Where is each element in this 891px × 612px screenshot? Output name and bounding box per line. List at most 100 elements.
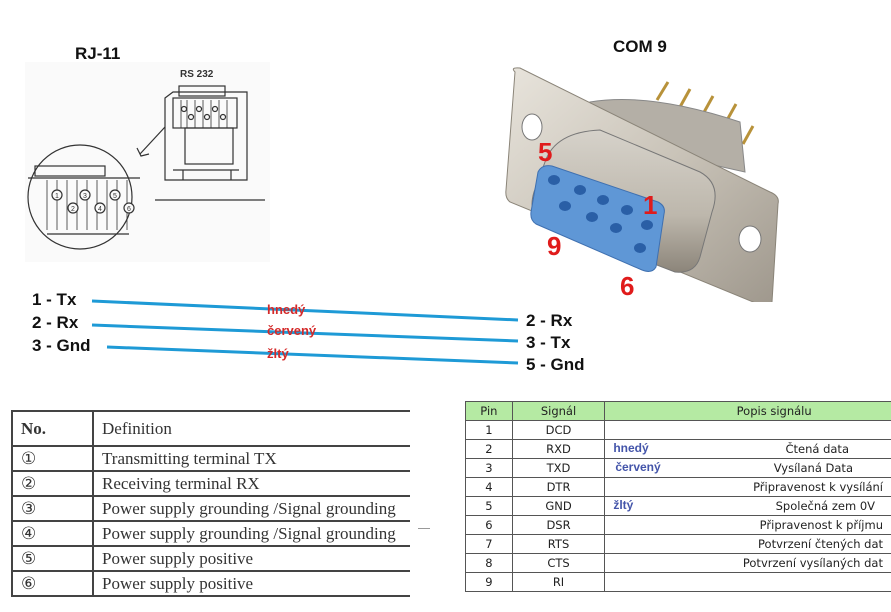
header-signal: Signál — [511, 401, 606, 421]
pin-definition: Receiving terminal RX — [92, 470, 410, 497]
com-wire-label-2: 3 - Tx — [526, 333, 571, 352]
pin-definition: Power supply grounding /Signal grounding — [92, 495, 410, 522]
wire-color-label: žltý — [613, 498, 634, 512]
description-cell: červený Vysílaná Data — [604, 458, 891, 478]
rj11-pin-3: 3 — [83, 193, 87, 200]
rj11-title: RJ-11 — [75, 44, 121, 63]
wire-color-red: červený — [267, 323, 317, 338]
db9-connector-image — [505, 67, 779, 302]
description-text: Připravenost k vysílání — [753, 480, 883, 494]
com-wire-label-1: 2 - Rx — [526, 311, 573, 330]
rj11-pin-2: 2 — [71, 206, 75, 213]
com-pin-9-marker: 9 — [547, 231, 562, 261]
signal-cell: GND — [511, 496, 606, 516]
signal-cell: TXD — [511, 458, 606, 478]
rj11-wire-label-1: 1 - Tx — [32, 290, 77, 309]
description-cell: Připravenost k příjmu — [604, 515, 891, 535]
wire-color-label: hnedý — [613, 441, 649, 455]
pin-cell: 8 — [465, 553, 513, 573]
rj11-jack-icon — [164, 85, 248, 181]
header-description: Popis signálu — [604, 401, 891, 421]
pin-definition: Power supply positive — [92, 545, 410, 572]
pin-no: ④ — [11, 520, 94, 547]
signal-cell: RTS — [511, 534, 606, 554]
com-wire-label-3: 5 - Gnd — [526, 355, 585, 374]
mount-hole-left — [521, 113, 543, 141]
description-text: Potvrzení vysílaných dat — [742, 556, 883, 570]
pin-cell: 1 — [465, 420, 513, 440]
magnified-pins-icon — [27, 126, 166, 250]
signal-cell: DTR — [511, 477, 606, 497]
mount-hole-right — [738, 225, 762, 253]
table-header-row: No. Definition — [11, 410, 410, 447]
pin-definition: Power supply grounding /Signal grounding — [92, 520, 410, 547]
header-no: No. — [11, 410, 94, 447]
description-cell: hnedý Čtená data — [604, 439, 891, 459]
signal-cell: DSR — [511, 515, 606, 535]
pin-cell: 9 — [465, 572, 513, 592]
pin-no: ② — [11, 470, 94, 497]
com-pin-6-marker: 6 — [620, 271, 635, 301]
signal-cell: RXD — [511, 439, 606, 459]
signal-cell: RI — [511, 572, 606, 592]
rj11-pin-1: 1 — [55, 193, 59, 200]
rj11-wire-label-2: 2 - Rx — [32, 313, 79, 332]
description-text: Vysílaná Data — [773, 461, 853, 475]
description-cell: Připravenost k vysílání — [604, 477, 891, 497]
signal-cell: CTS — [511, 553, 606, 573]
signal-cell: DCD — [511, 420, 606, 440]
description-cell — [604, 420, 891, 440]
com-title: COM 9 — [613, 37, 667, 56]
db9-sockets — [548, 175, 653, 253]
rs232-label: RS 232 — [180, 69, 214, 80]
description-cell: žltý Společná zem 0V — [604, 496, 891, 516]
pin-no: ③ — [11, 495, 94, 522]
rj11-pin-4: 4 — [98, 206, 102, 213]
header-definition: Definition — [92, 410, 410, 447]
description-text: Čtená data — [785, 442, 849, 456]
wire-color-brown: hnedý — [267, 302, 306, 317]
header-pin: Pin — [465, 401, 513, 421]
description-cell: Potvrzení vysílaných dat — [604, 553, 891, 573]
table-header-row: Pin Signál Popis signálu — [465, 401, 891, 421]
pin-definition: Transmitting terminal TX — [92, 445, 410, 472]
description-text: Připravenost k příjmu — [759, 518, 883, 532]
pin-cell: 2 — [465, 439, 513, 459]
pin-no: ⑥ — [11, 570, 94, 597]
description-text: Potvrzení čtených dat — [758, 537, 883, 551]
pin-no: ⑤ — [11, 545, 94, 572]
description-text: Společná zem 0V — [775, 499, 875, 513]
wire-color-label: červený — [615, 460, 661, 474]
description-cell — [604, 572, 891, 592]
rj11-diagram: RS 232 — [25, 62, 270, 262]
rj11-pin-6: 6 — [127, 206, 131, 213]
pin-cell: 5 — [465, 496, 513, 516]
pin-definition: Power supply positive — [92, 570, 410, 597]
description-cell: Potvrzení čtených dat — [604, 534, 891, 554]
com-pin-5-marker: 5 — [538, 137, 553, 167]
pin-cell: 4 — [465, 477, 513, 497]
divider-mark — [418, 528, 430, 529]
pin-cell: 6 — [465, 515, 513, 535]
rj11-pin-5: 5 — [113, 193, 117, 200]
wire-color-yellow: žltý — [267, 346, 289, 361]
pin-no: ① — [11, 445, 94, 472]
pin-cell: 3 — [465, 458, 513, 478]
pin-cell: 7 — [465, 534, 513, 554]
